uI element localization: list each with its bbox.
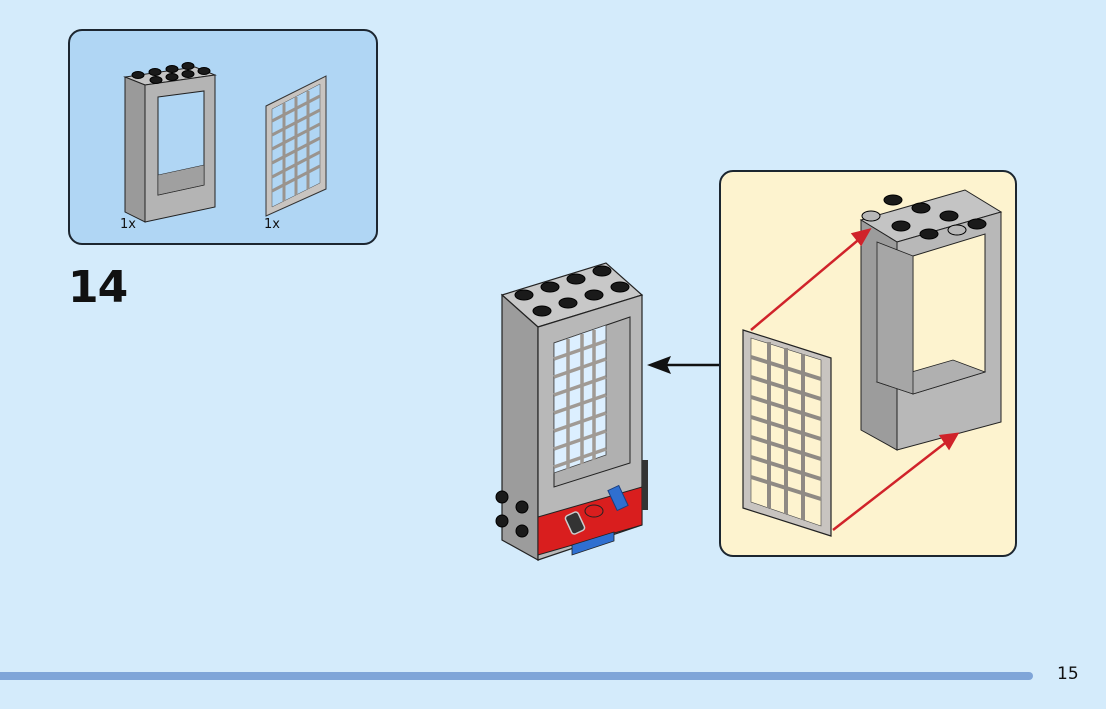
callout-illustration xyxy=(742,189,1003,537)
lattice-panel-part-image xyxy=(265,75,327,217)
door-frame-part-image xyxy=(123,62,217,223)
page-number: 15 xyxy=(1057,664,1079,684)
callout-pointer-arrow xyxy=(647,356,721,374)
assembly-model-image xyxy=(495,262,648,562)
footer-divider-bar xyxy=(0,672,1033,680)
sub-step-callout xyxy=(719,170,1017,557)
part-quantity-frame: 1x xyxy=(120,217,136,232)
part-quantity-panel: 1x xyxy=(264,217,280,232)
step-number: 14 xyxy=(68,262,128,313)
parts-list-box: 1x 1x xyxy=(68,29,378,245)
